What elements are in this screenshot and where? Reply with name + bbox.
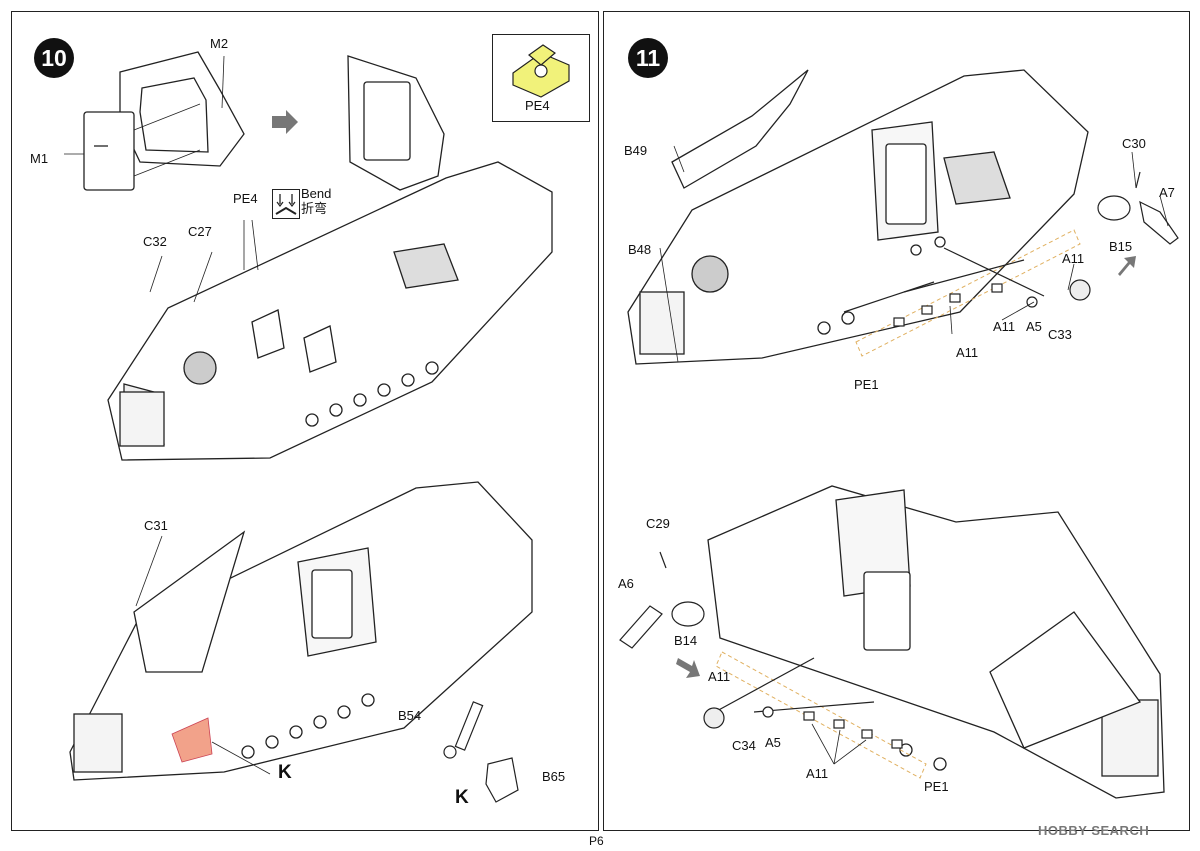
step-10-panel: 10 PE4 xyxy=(11,11,599,831)
label-c30: C30 xyxy=(1122,136,1146,151)
pe4-part-illustration xyxy=(512,44,570,98)
axle-parts-top xyxy=(843,247,1091,327)
mounted-door xyxy=(347,55,445,191)
label-a5-bottom: A5 xyxy=(765,735,781,750)
label-a11-top-right: A11 xyxy=(1062,251,1085,266)
m1-door xyxy=(83,111,135,191)
hull-lower-step11 xyxy=(707,485,1165,799)
label-a11-top-left: A11 xyxy=(956,345,979,360)
step-11-badge: 11 xyxy=(628,38,668,78)
hull-upper xyxy=(107,161,553,461)
direction-arrow-bottom xyxy=(676,658,700,678)
hull-lower xyxy=(69,481,533,781)
label-c32: C32 xyxy=(143,234,167,249)
highlight-k-area xyxy=(171,717,213,763)
label-pe4: PE4 xyxy=(233,191,258,206)
label-b54: B54 xyxy=(398,708,422,723)
m2-door-frame xyxy=(119,51,245,167)
label-a6: A6 xyxy=(618,576,634,591)
label-a11-bottom: A11 xyxy=(806,766,829,781)
label-k-part: K xyxy=(455,787,469,808)
b15-c30-a7-parts xyxy=(1097,171,1179,245)
bend-icon-box xyxy=(272,189,300,219)
label-c29: C29 xyxy=(646,516,670,531)
label-m2: M2 xyxy=(210,36,229,51)
bend-label-en: Bend xyxy=(301,186,332,201)
label-b48: B48 xyxy=(628,242,652,257)
bend-arrow-icon xyxy=(275,194,297,215)
direction-arrow-top xyxy=(1118,256,1136,276)
label-c31: C31 xyxy=(144,518,168,533)
b14-c29-a6-parts xyxy=(619,551,705,649)
pe4-callout-box: PE4 xyxy=(492,34,590,122)
hull-upper-step11 xyxy=(627,69,1089,365)
label-a11-top-mid: A11 xyxy=(993,319,1016,334)
label-m1: M1 xyxy=(30,151,49,166)
b49-panel xyxy=(671,69,809,189)
label-pe1-top: PE1 xyxy=(854,377,879,392)
label-c34: C34 xyxy=(732,738,756,753)
label-c27: C27 xyxy=(188,224,212,239)
step-11-panel: 11 xyxy=(603,11,1190,831)
label-a7: A7 xyxy=(1159,185,1175,200)
pe1-strip-top xyxy=(855,229,1081,357)
watermark: HOBBY SEARCH xyxy=(1038,823,1150,838)
bend-label-zh: 折弯 xyxy=(301,201,328,216)
pe4-callout-label: PE4 xyxy=(525,98,550,113)
label-b15: B15 xyxy=(1109,239,1133,254)
label-b49: B49 xyxy=(624,143,648,158)
leader-lines-bottom xyxy=(135,535,271,775)
label-a5-top: A5 xyxy=(1026,319,1042,334)
step-10-badge: 10 xyxy=(34,38,74,78)
leader-lines-top xyxy=(64,55,259,303)
step-10-drawing xyxy=(64,51,553,803)
page-number: P6 xyxy=(589,834,604,848)
axle-parts-bottom xyxy=(703,657,903,749)
leader-lines-step11 xyxy=(659,145,1169,765)
label-b14: B14 xyxy=(674,633,698,648)
label-c33: C33 xyxy=(1048,327,1072,342)
label-b65: B65 xyxy=(542,769,566,784)
label-k-assembly: K xyxy=(278,762,292,783)
label-a11-bottom-left: A11 xyxy=(708,669,731,684)
label-pe1-bottom: PE1 xyxy=(924,779,949,794)
b54-b65-parts xyxy=(443,701,519,803)
direction-arrow xyxy=(272,110,298,134)
pe1-strip-bottom xyxy=(715,651,927,779)
step-11-drawing xyxy=(619,69,1179,799)
